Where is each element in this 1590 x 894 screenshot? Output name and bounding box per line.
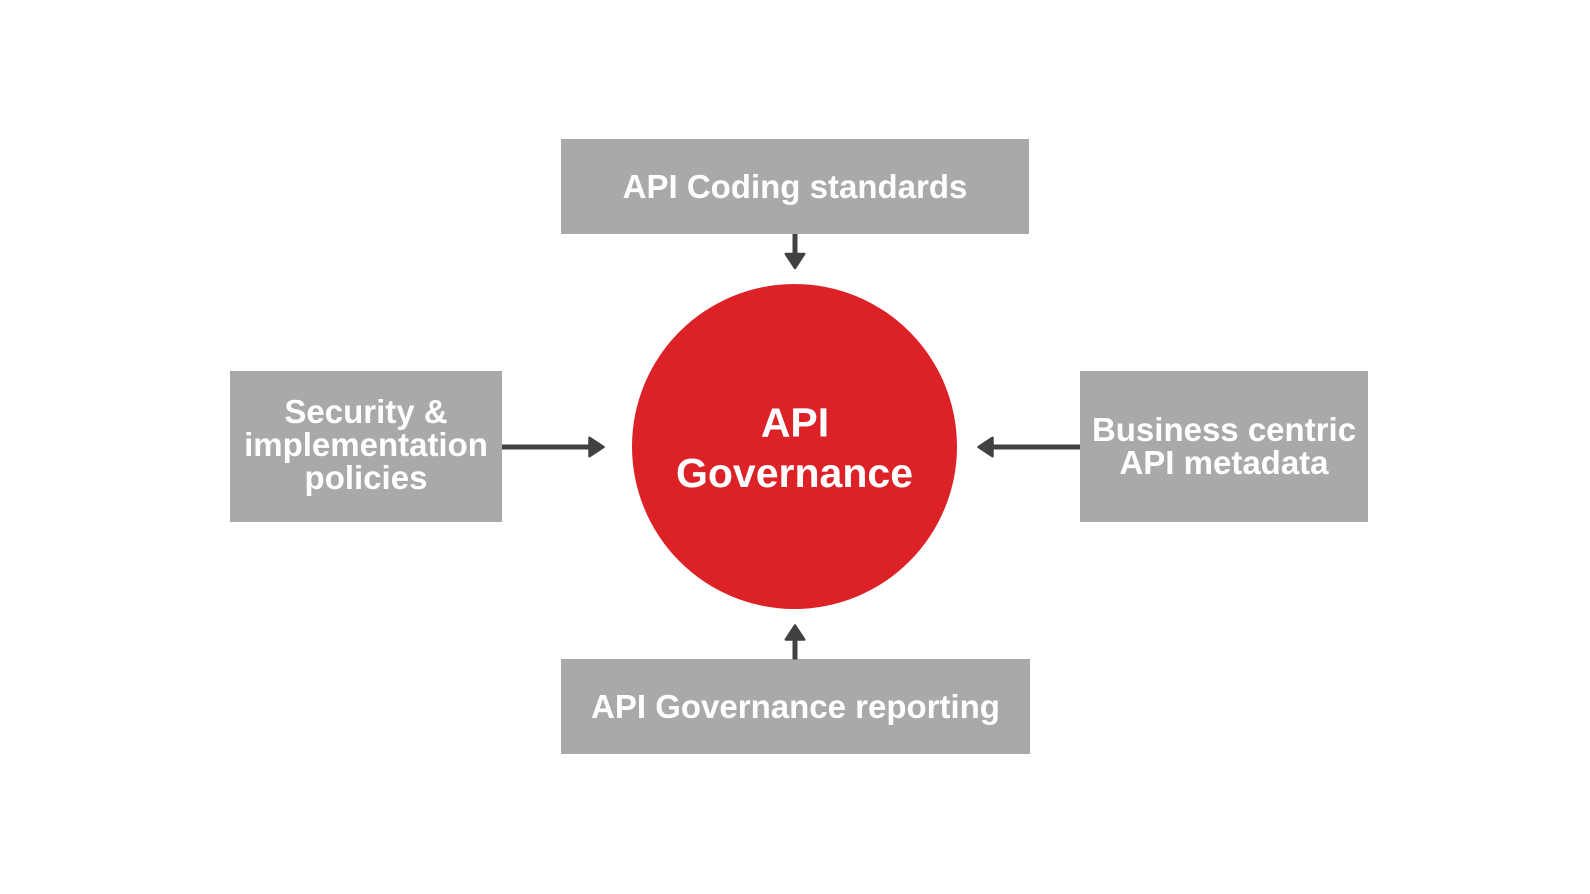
svg-text:Security &: Security &	[284, 393, 447, 430]
svg-text:implementation: implementation	[244, 426, 488, 463]
svg-text:API Coding standards: API Coding standards	[623, 168, 968, 205]
svg-text:Business centric: Business centric	[1092, 411, 1356, 448]
svg-text:API: API	[761, 400, 829, 446]
svg-text:API metadata: API metadata	[1119, 444, 1329, 481]
svg-text:policies: policies	[305, 459, 428, 496]
svg-text:Governance: Governance	[676, 450, 913, 496]
svg-text:API Governance reporting: API Governance reporting	[591, 688, 1000, 725]
